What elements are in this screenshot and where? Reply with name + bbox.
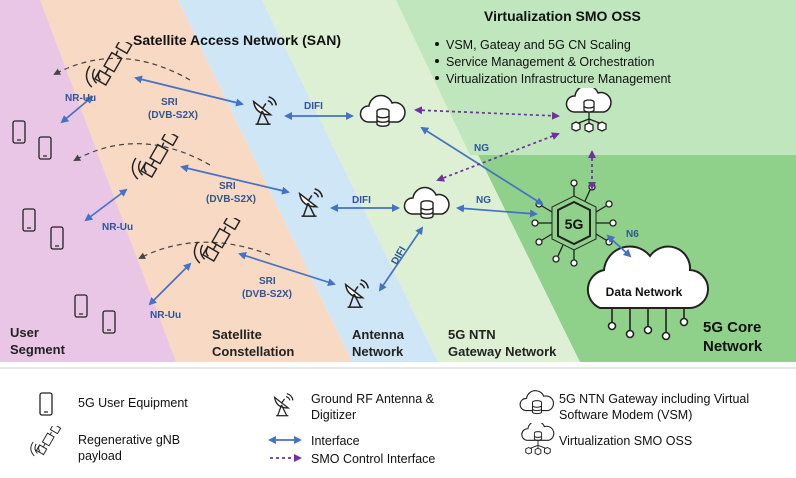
smo-bullet-1: VSM, Gateay and 5G CN Scaling: [446, 38, 631, 52]
user-segment-band: [0, 0, 176, 362]
legend-gateway-text-1: 5G NTN Gateway including Virtual: [559, 392, 749, 406]
satellite-constellation-label-1: Satellite: [212, 327, 262, 342]
sri-label-3a: SRI: [259, 276, 276, 287]
data-network-cloud-icon: [586, 245, 710, 341]
sri-label-2b: (DVB-S2X): [206, 194, 256, 205]
nr-uu-label-2: NR-Uu: [102, 222, 133, 233]
ng-arrow-2: [456, 204, 538, 218]
smo-bullet-2: Service Management & Orchestration: [446, 55, 654, 69]
legend-gnb-payload-text-2: payload: [78, 449, 122, 463]
gateway-network-label-2: Gateway Network: [448, 344, 557, 359]
legend-user-equipment-text: 5G User Equipment: [78, 396, 188, 410]
san-title: Satellite Access Network (SAN): [133, 32, 341, 48]
legend-smo-oss-icon: [521, 423, 555, 456]
nr-uu-label-3: NR-Uu: [150, 310, 181, 321]
legend-antenna-text-1: Ground RF Antenna &: [311, 392, 435, 406]
five-g-core-text: 5G: [565, 216, 584, 232]
legend-smo-oss-text: Virtualization SMO OSS: [559, 434, 692, 448]
gateway-network-label-1: 5G NTN: [448, 327, 496, 342]
sri-arrow-1: [134, 75, 244, 107]
difi-label-2: DIFI: [352, 195, 371, 206]
orbit-arc-3: [138, 241, 271, 259]
sri-label-2a: SRI: [219, 181, 236, 192]
user-segment-label-1: User: [10, 325, 39, 340]
antenna-network-label-1: Antenna: [352, 327, 405, 342]
core-network-label-2: Network: [703, 338, 763, 355]
orbit-arc-2: [73, 143, 211, 166]
difi-label-1: DIFI: [304, 101, 323, 112]
legend-interface-text: Interface: [311, 434, 360, 448]
antenna-network-label-2: Network: [352, 344, 404, 359]
smo-bullet-list: VSM, Gateay and 5G CN Scaling Service Ma…: [435, 38, 671, 86]
ng-label-2: NG: [476, 195, 491, 206]
legend-gateway-icon: [519, 390, 555, 415]
nr-uu-arrow-2: [84, 188, 128, 222]
legend-gateway-text-2: Software Modem (VSM): [559, 408, 692, 422]
smo-oss-title: Virtualization SMO OSS: [484, 8, 641, 24]
legend-user-equipment-icon: [39, 392, 53, 416]
sri-label-3b: (DVB-S2X): [242, 289, 292, 300]
legend-gnb-payload-icon: [30, 426, 62, 457]
n6-arrow: [606, 234, 632, 258]
legend-antenna-icon: [273, 392, 294, 417]
sri-label-1a: SRI: [161, 97, 178, 108]
nr-uu-arrow-1: [60, 95, 94, 124]
satellite-constellation-label-2: Constellation: [212, 344, 294, 359]
data-network-text: Data Network: [606, 285, 683, 299]
legend-smo-control-text: SMO Control Interface: [311, 452, 435, 466]
n6-label: N6: [626, 229, 639, 240]
sri-label-1b: (DVB-S2X): [148, 110, 198, 121]
nr-uu-arrow-3: [148, 262, 192, 306]
ng-label-1: NG: [474, 143, 489, 154]
sri-arrow-2: [180, 164, 290, 195]
smo-bullet-3: Virtualization Infrastructure Management: [446, 72, 671, 86]
user-segment-label-2: Segment: [10, 342, 66, 357]
core-network-label-1: 5G Core: [703, 319, 761, 336]
legend-gnb-payload-text-1: Regenerative gNB: [78, 433, 180, 447]
sri-arrow-3: [238, 252, 336, 286]
difi-arrow-3: [378, 226, 424, 292]
nr-uu-label-1: NR-Uu: [65, 93, 96, 104]
legend-antenna-text-2: Digitizer: [311, 408, 356, 422]
